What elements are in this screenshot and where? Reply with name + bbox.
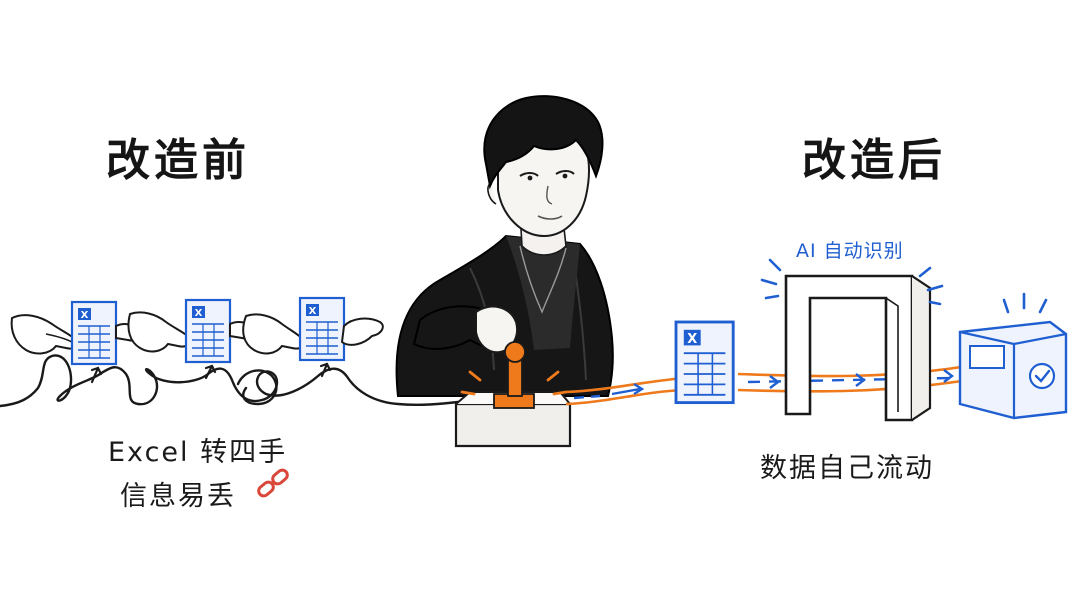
hand-group-2 bbox=[127, 298, 256, 364]
gate-label: AI 自动识别 bbox=[796, 240, 904, 262]
hand-group-1 bbox=[10, 300, 142, 366]
ai-scanner-gate bbox=[760, 258, 944, 422]
after-heading: 改造后 bbox=[802, 135, 946, 186]
hand-group-3 bbox=[242, 296, 384, 362]
before-heading: 改造前 bbox=[106, 135, 250, 186]
person-figure bbox=[395, 95, 614, 397]
stamp-device bbox=[454, 341, 572, 448]
after-caption: 数据自己流动 bbox=[760, 453, 934, 484]
broken-link-icon bbox=[257, 468, 289, 498]
before-caption-line1: Excel 转四手 bbox=[108, 437, 288, 468]
chain-arrows bbox=[90, 362, 332, 384]
checkmark-icon bbox=[1028, 362, 1056, 390]
before-caption-line2: 信息易丢 bbox=[120, 481, 236, 512]
handoff-chain bbox=[0, 354, 460, 408]
destination-box bbox=[958, 292, 1068, 420]
flowing-spreadsheet-icon bbox=[674, 320, 735, 405]
